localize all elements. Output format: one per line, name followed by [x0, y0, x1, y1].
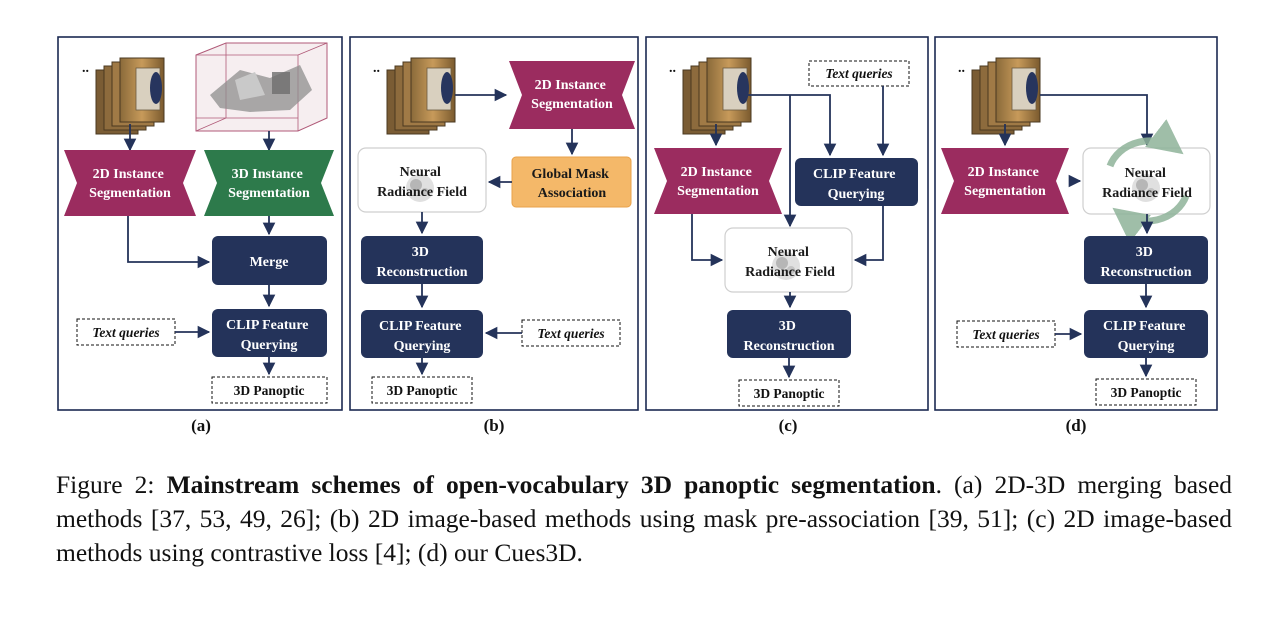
caption-prefix: Figure 2: — [56, 470, 167, 499]
figure-diagram: .. 2D Instance Se — [57, 36, 1218, 435]
iteration-cycle-icon — [1106, 119, 1190, 243]
svg-text:CLIP Feature Querying: CLIP Feature Querying — [379, 319, 465, 354]
2d-instance-segmentation-node — [509, 61, 635, 129]
text-queries-box — [521, 319, 621, 347]
svg-text:3D Panoptic: 3D Panoptic — [387, 383, 458, 398]
figure-caption: Figure 2: Mainstream schemes of open-voc… — [56, 468, 1232, 570]
svg-text:Neural Radiance Field: Neural Radiance Field — [1102, 166, 1192, 201]
svg-text:3D Reconstruction: 3D Reconstruction — [377, 245, 468, 280]
3d-reconstruction-node — [361, 236, 483, 284]
2d-instance-segmentation-node — [941, 148, 1069, 214]
svg-text:CLIP Feature Querying: CLIP Feature Querying — [813, 167, 899, 202]
svg-text:CLIP Feature Querying: CLIP Feature Querying — [1103, 319, 1189, 354]
svg-text:3D Panoptic: 3D Panoptic — [234, 383, 305, 398]
text-queries-box — [808, 60, 910, 87]
svg-text:2D Instance Segmentation: 2D Instance Segmentation — [531, 78, 613, 112]
svg-text:3D Panoptic: 3D Panoptic — [1111, 385, 1182, 400]
clip-feature-querying-node — [212, 309, 327, 357]
3d-reconstruction-node — [1084, 236, 1208, 284]
svg-text:Merge: Merge — [250, 255, 289, 270]
svg-text:3D Reconstruction: 3D Reconstruction — [1101, 245, 1192, 280]
svg-text:Text queries: Text queries — [537, 326, 604, 341]
panel-d-label: (d) — [1066, 416, 1087, 435]
3d-panoptic-output — [738, 379, 840, 407]
svg-text:Text queries: Text queries — [972, 327, 1039, 342]
panel-d: 2D Instance Segmentation Neural Radiance… — [934, 36, 1218, 435]
panel-c: Text queries 2D Instance Segmentation CL… — [645, 36, 929, 435]
svg-text:3D Instance Segmentation: 3D Instance Segmentation — [228, 167, 310, 201]
2d-instance-segmentation-node — [654, 148, 782, 214]
svg-text:Text queries: Text queries — [825, 66, 892, 81]
svg-text:2D Instance Segmentation: 2D Instance Segmentation — [677, 165, 759, 199]
panel-a: 2D Instance Segmentation 3D Instance Seg… — [57, 36, 343, 435]
3d-reconstruction-node — [727, 310, 851, 358]
caption-body: . (a) 2D-3D merging based methods [37, 5… — [56, 470, 1233, 567]
2d-instance-segmentation-node — [64, 150, 196, 216]
clip-feature-querying-node — [1084, 310, 1208, 358]
svg-text:3D Reconstruction: 3D Reconstruction — [744, 319, 835, 354]
svg-text:Neural Radiance Field: Neural Radiance Field — [745, 245, 835, 280]
svg-text:2D Instance Segmentation: 2D Instance Segmentation — [964, 165, 1046, 199]
panel-a-label: (a) — [191, 416, 211, 435]
svg-text:Global Mask Association: Global Mask Association — [532, 167, 613, 201]
clip-feature-querying-node — [795, 158, 918, 206]
caption-title: Mainstream schemes of open-vocabulary 3D… — [166, 470, 936, 499]
3d-panoptic-output — [211, 376, 328, 404]
3d-panoptic-output — [371, 376, 473, 404]
svg-text:Text queries: Text queries — [92, 325, 159, 340]
panel-b: 2D Instance Segmentation Global Mask Ass… — [349, 36, 639, 435]
merge-node — [212, 236, 327, 285]
text-queries-box — [956, 320, 1056, 348]
svg-text:Neural Radiance Field: Neural Radiance Field — [377, 165, 467, 200]
svg-text:3D Panoptic: 3D Panoptic — [754, 386, 825, 401]
3d-scene-icon — [195, 42, 328, 132]
svg-text:CLIP Feature Querying: CLIP Feature Querying — [226, 318, 312, 353]
clip-feature-querying-node — [361, 310, 483, 358]
panel-c-label: (c) — [779, 416, 798, 435]
3d-panoptic-output — [1095, 378, 1197, 406]
text-queries-box — [76, 318, 176, 346]
panel-b-label: (b) — [484, 416, 505, 435]
svg-text:2D Instance Segmentation: 2D Instance Segmentation — [89, 167, 171, 201]
3d-instance-segmentation-node — [204, 150, 334, 216]
